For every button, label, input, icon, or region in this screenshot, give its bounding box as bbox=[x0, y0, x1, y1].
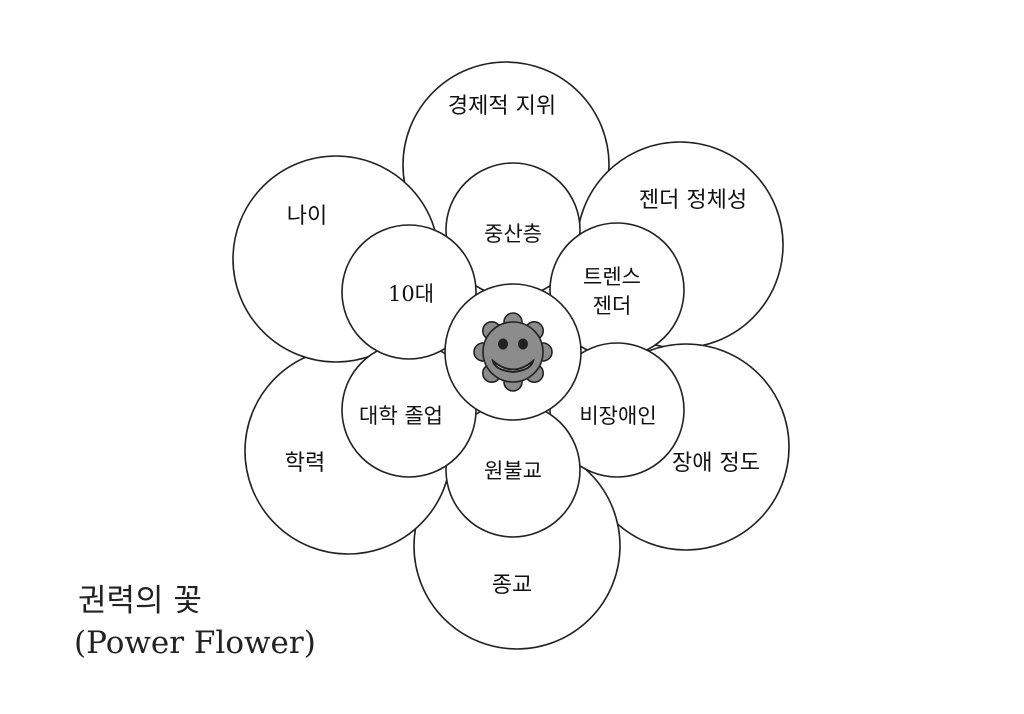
inner-label-4: 대학 졸업 bbox=[359, 404, 443, 428]
smiley-gear-icon bbox=[473, 312, 553, 392]
inner-label-2: 비장애인 bbox=[579, 404, 656, 428]
title-english: (Power Flower) bbox=[74, 625, 316, 661]
outer-label-2: 장애 정도 bbox=[672, 451, 760, 476]
title-korean: 권력의 꽃 bbox=[78, 583, 202, 619]
outer-label-5: 나이 bbox=[287, 204, 327, 229]
inner-label-1b: 젠더 bbox=[593, 294, 632, 318]
outer-label-3: 종교 bbox=[492, 573, 532, 598]
outer-label-4: 학력 bbox=[285, 451, 325, 476]
inner-label-3: 원불교 bbox=[484, 459, 542, 483]
inner-label-0: 중산층 bbox=[484, 222, 542, 246]
inner-label-5: 10대 bbox=[388, 282, 434, 306]
outer-label-0: 경제적 지위 bbox=[448, 94, 556, 119]
petal-labels: 경제적 지위 젠더 정체성 장애 정도 종교 학력 나이 중산층 트렌스 젠더 … bbox=[285, 94, 760, 598]
inner-petal-5 bbox=[341, 224, 477, 360]
center-circle bbox=[444, 283, 582, 421]
inner-petals bbox=[341, 162, 685, 538]
outer-label-1: 젠더 정체성 bbox=[639, 188, 747, 213]
figure-title: 권력의 꽃 (Power Flower) bbox=[74, 583, 316, 661]
inner-label-1a: 트렌스 bbox=[583, 265, 641, 289]
